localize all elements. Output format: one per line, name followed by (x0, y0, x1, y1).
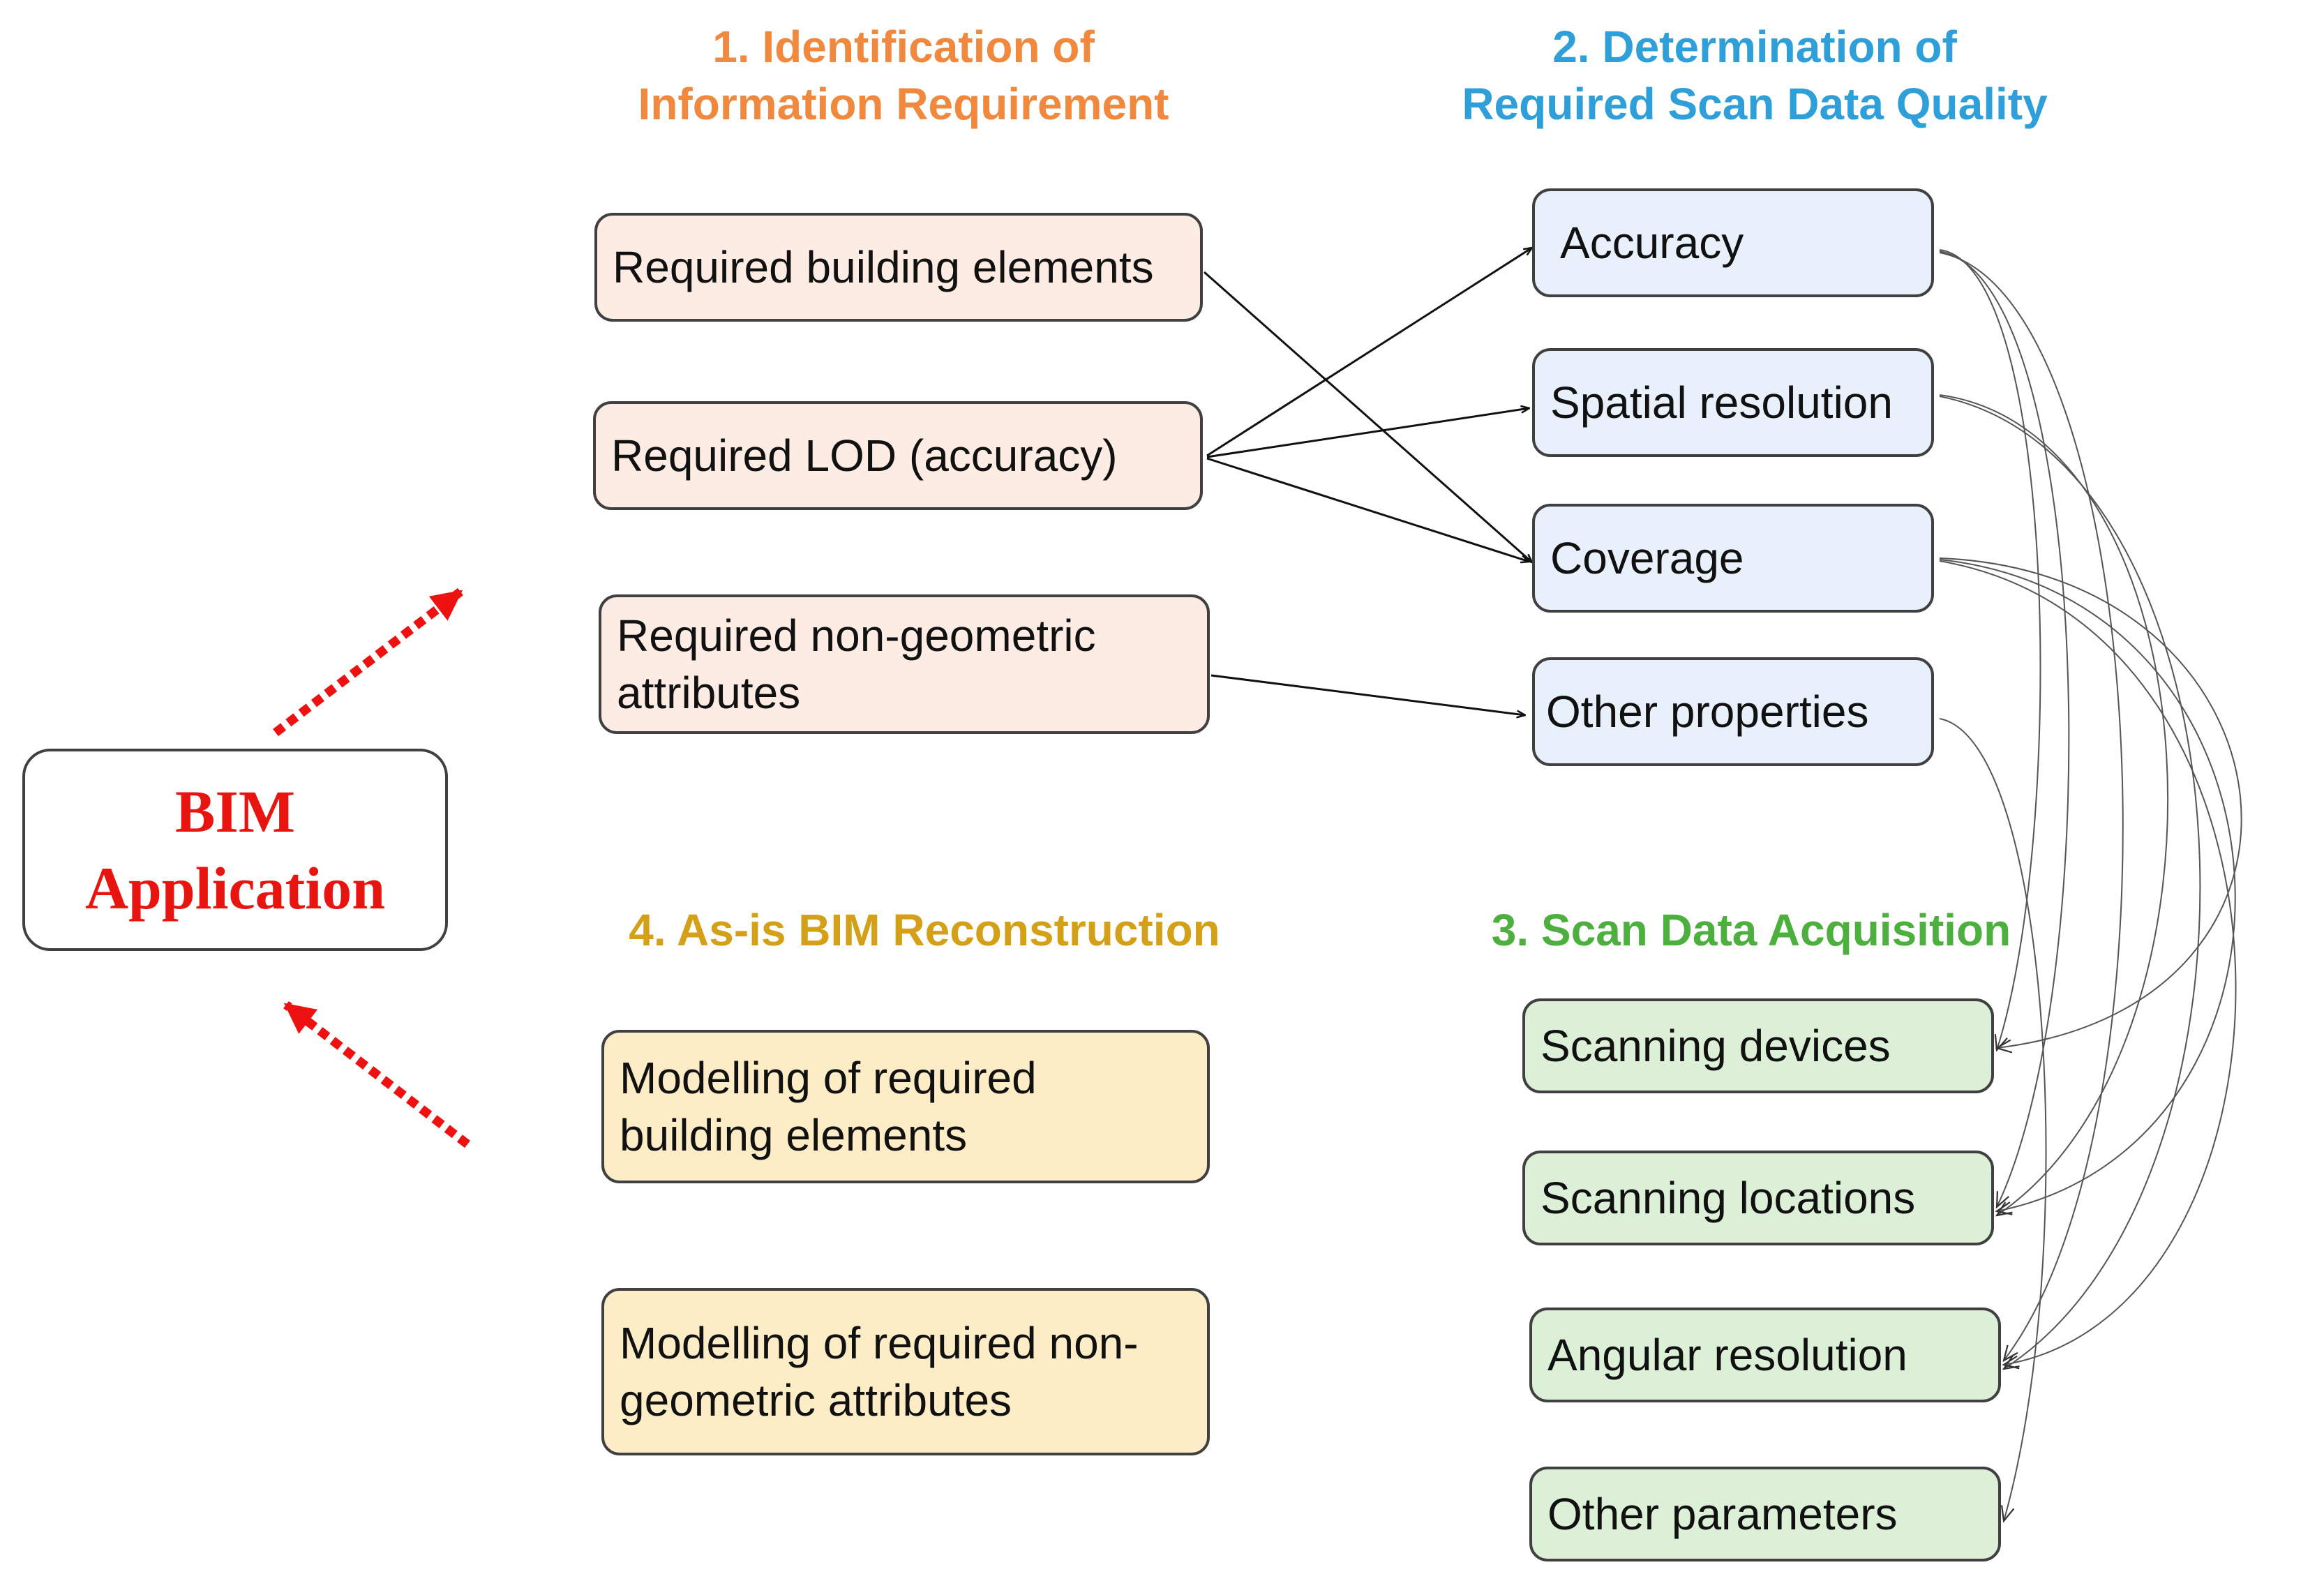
accuracy-box: Accuracy (1532, 188, 1934, 297)
heading-determination-line-1: 2. Determination of (1552, 22, 1957, 72)
spatial-resolution-box: Spatial resolution (1532, 348, 1934, 457)
link-spatial-to-angular (1939, 396, 2201, 1369)
modelling-non-geometric-box: Modelling of required non- geometric att… (601, 1288, 1210, 1455)
arrow-bim-to-identification (273, 587, 463, 737)
link-other-to-parameters (1939, 718, 2047, 1521)
arrow-reconstruction-to-bim (283, 1001, 470, 1148)
link-coverage-to-devices (1939, 557, 2242, 1048)
required-lod-box: Required LOD (accuracy) (593, 401, 1203, 510)
angular-resolution-box: Angular resolution (1529, 1308, 2001, 1402)
link-accuracy-to-devices (1939, 249, 2041, 1050)
heading-determination-line-2: Required Scan Data Quality (1462, 79, 2048, 129)
link-lod-to-accuracy (1206, 248, 1532, 457)
other-properties-box: Other properties (1532, 657, 1934, 766)
link-lod-to-coverage (1206, 457, 1529, 562)
heading-reconstruction: 4. As-is BIM Reconstruction (629, 905, 1220, 955)
bim-application-line-2: Application (84, 855, 386, 922)
heading-acquisition: 3. Scan Data Acquisition (1491, 905, 2011, 955)
required-building-elements-box: Required building elements (594, 213, 1203, 322)
heading-identification: 1. Identification of Information Require… (551, 18, 1256, 133)
link-lod-to-spatial (1206, 408, 1529, 458)
heading-determination: 2. Determination of Required Scan Data Q… (1367, 18, 2142, 133)
other-parameters-box: Other parameters (1529, 1467, 2001, 1561)
link-coverage-to-locations (1939, 559, 2236, 1211)
link-accuracy-to-angular (1939, 252, 2124, 1361)
heading-identification-line-2: Information Requirement (638, 79, 1169, 129)
link-accuracy-to-locations (1939, 250, 2070, 1207)
heading-identification-line-1: 1. Identification of (712, 22, 1095, 72)
link-elements-to-coverage (1204, 271, 1532, 562)
coverage-box: Coverage (1532, 504, 1934, 613)
link-nongeo-to-other (1210, 674, 1525, 715)
scanning-devices-box: Scanning devices (1522, 998, 1994, 1093)
link-coverage-to-angular (1939, 560, 2237, 1365)
bim-application-box: BIM Application (22, 749, 448, 951)
bim-application-line-1: BIM (175, 778, 295, 845)
modelling-building-elements-box: Modelling of required building elements (601, 1030, 1210, 1183)
required-non-geometric-box: Required non-geometric attributes (599, 594, 1210, 734)
link-spatial-to-locations (1939, 394, 2169, 1215)
scanning-locations-box: Scanning locations (1522, 1151, 1994, 1245)
